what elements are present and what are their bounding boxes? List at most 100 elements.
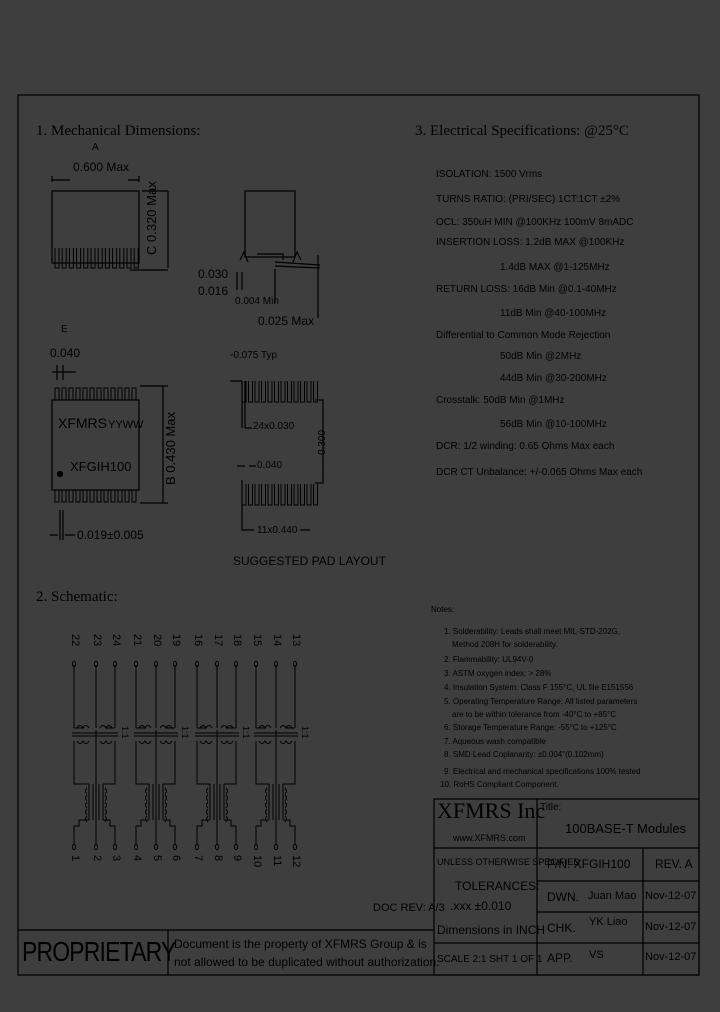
dim-a-label: A [92,142,99,153]
pad-pitch-dim: 0.040 [257,460,283,471]
pin-terminal [273,660,279,668]
top-pin-label: 21 [131,634,143,647]
section-mechanical-title: 1. Mechanical Dimensions: [36,123,201,139]
pad-layout-title: SUGGESTED PAD LAYOUT [233,554,386,568]
pin-terminal [93,660,99,668]
proprietary-notice-line-1: Document is the property of XFMRS Group … [174,937,427,951]
title-block-grid [18,798,700,976]
top-pin-label: 18 [231,634,243,647]
turns-ratio-label: 1:1 [120,726,130,739]
lead-width-dim: 0.019±0.005 [77,528,144,542]
spec-line: 11dB Min @40-100MHz [500,308,607,319]
transformer-circuit [72,665,298,845]
pin-terminal [112,660,118,668]
bottom-pin-label: 10 [251,855,263,868]
section-electrical-title: 3. Electrical Specifications: @25°C [415,123,629,139]
top-view-drawing [50,365,168,540]
drawing-title: 100BASE-T Modules [565,821,687,836]
coplanarity-dim: 0.025 Max [258,314,315,328]
notes-title: Notes: [431,605,455,614]
unless-specified: UNLESS OTHERWISE SPECIFIED [437,857,580,867]
pin-terminal [71,843,77,851]
marking-date-code: YYWW [108,419,144,431]
pin-terminal [214,660,220,668]
top-pin-label: 19 [170,634,182,647]
top-pin-label: 22 [69,634,81,647]
pin-terminal [273,843,279,851]
bottom-pin-label: 1 [69,855,81,862]
checked-date: Nov-12-07 [645,921,697,933]
proprietary-label: PROPRIETARY [22,936,176,967]
spec-line: DCR: 1/2 winding: 0.65 Ohms Max each [436,441,615,452]
dim-a-value: 0.600 Max [73,160,130,174]
note-item: 6. Storage Temperature Range: -55°C to +… [444,723,617,732]
approved-date: Nov-12-07 [645,951,697,963]
note-item: 2. Flammability: UL94V-0 [444,655,534,664]
dimensions-unit: Dimensions in INCH [437,923,546,937]
bottom-pin-label: 6 [170,855,182,862]
bottom-pin-label: 3 [110,855,122,862]
bottom-pin-label: 7 [192,855,204,862]
pad-layout-drawing [230,380,324,531]
pitch-dim: 0.040 [50,346,81,360]
approved-label: APP. [547,951,573,965]
top-pin-label: 20 [151,634,163,647]
marking-part-number: XFGIH100 [70,459,132,474]
bottom-pin-label: 9 [231,855,243,862]
top-pin-label: 16 [192,634,204,647]
top-pin-label: 15 [251,634,263,647]
note-item: 9. Electrical and mechanical specificati… [444,767,641,776]
bottom-pin-label: 8 [212,855,224,862]
pin-terminal [233,660,239,668]
lead-dim-top: 0.030 [198,267,229,281]
lead-dim-bottom: 0.016 [198,284,229,298]
pin-terminal [292,660,298,668]
pin-terminal [253,843,259,851]
pin-terminal [172,843,178,851]
pad-span-dim: 11x0.440 [257,525,298,536]
pad-typ-dim: -0.075 Typ [230,350,278,361]
section-schematic-title: 2. Schematic: [36,589,118,605]
spec-line: Differential to Common Mode Rejection [436,330,611,341]
pin-terminal [194,660,200,668]
checked-name: YK Liao [589,916,628,928]
pin-terminal [153,660,159,668]
part-number: P/N: XFGIH100 [547,857,631,871]
bottom-pin-label: 12 [290,855,302,868]
bottom-pin-label: 5 [151,855,163,862]
proprietary-notice-line-2: not allowed to be duplicated without aut… [174,955,440,969]
pin-terminal [133,843,139,851]
pin-terminal [172,660,178,668]
turns-ratio-label: 1:1 [180,726,190,739]
dim-c-value: C 0.320 Max [144,181,159,255]
top-pin-label: 24 [110,634,122,647]
bottom-pin-label: 11 [271,855,283,867]
top-pin-label: 14 [271,634,283,647]
note-item: 8. SMD Lead Coplanarity: ±0.004"(0.102mm… [444,750,604,759]
note-item: 10. RoHS Compliant Component. [440,780,559,789]
drawn-label: DWN. [547,890,579,904]
spec-line: RETURN LOSS: 16dB Min @0.1-40MHz [436,284,617,295]
company-logo-text: XFMRS Inc [437,798,546,823]
pin-terminal [112,843,118,851]
tolerances-label: TOLERANCES: [455,879,540,893]
note-item: 5. Operating Temperature Range: All list… [444,697,638,706]
spec-line: 1.4dB MAX @1-125MHz [500,262,610,273]
schematic-drawing [71,660,298,851]
pad-count-width: 24x0.030 [253,421,295,432]
revision: REV. A [655,857,693,871]
turns-ratio-label: 1:1 [300,726,310,739]
drawing-border [17,94,700,976]
dim-e-label: E [61,324,68,335]
tolerance-value: .xxx ±0.010 [450,899,512,913]
note-item: 1. Solderability: Leads shall meet MIL-S… [444,627,621,636]
note-item: Method 208H for solderability. [452,640,558,649]
spec-line: TURNS RATIO: (PRI/SEC) 1CT:1CT ±2% [436,194,621,205]
pad-height-dim: 0.300 [317,429,328,455]
checked-label: CHK. [547,921,576,935]
bottom-pin-label: 2 [91,855,103,862]
spec-line: DCR CT Unbalance: +/-0.065 Ohms Max each [436,467,643,478]
pin-terminal [133,660,139,668]
spec-line: INSERTION LOSS: 1.2dB MAX @100KHz [436,237,625,248]
